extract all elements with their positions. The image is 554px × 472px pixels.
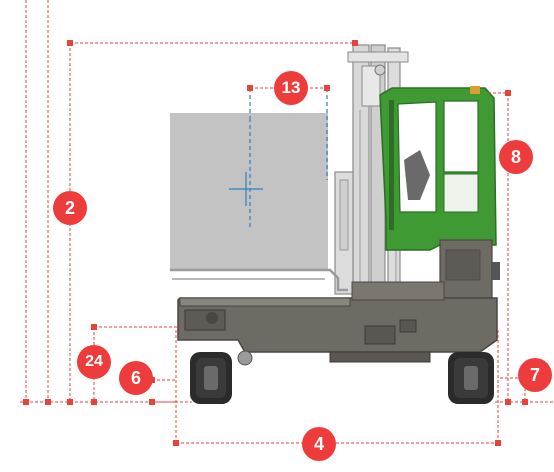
load-center-marker [229, 88, 328, 230]
dimension-badge-2: 2 [53, 191, 87, 225]
dimension-badge-13: 13 [274, 71, 308, 105]
dimension-badge-4: 4 [302, 427, 336, 461]
dimension-badge-24: 24 [77, 345, 111, 379]
dimension-badge-8: 8 [499, 140, 533, 174]
chassis [177, 281, 498, 366]
front-wheel [190, 352, 232, 404]
fork-carriage [170, 171, 354, 295]
dimension-badge-6: 6 [119, 361, 153, 395]
rear-wheel [448, 352, 494, 404]
engine-cover [439, 239, 500, 303]
dimension-badge-7: 7 [518, 358, 552, 392]
operator-cab [379, 86, 497, 251]
load-box [170, 113, 328, 270]
